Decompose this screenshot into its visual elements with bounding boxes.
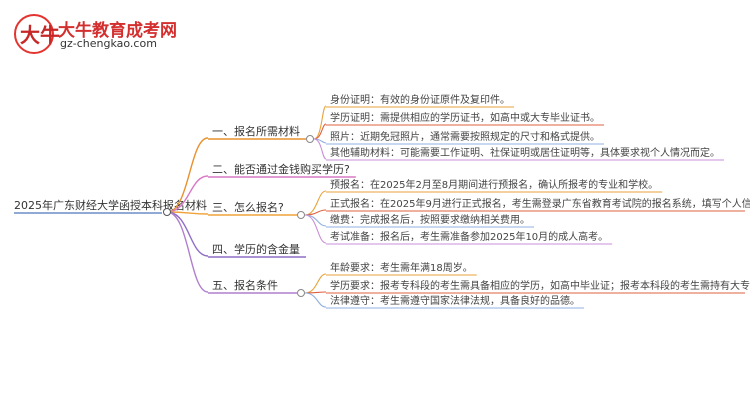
leaf-connector <box>304 273 327 294</box>
leaf-label: 考试准备：报名后，考生需准备参加2025年10月的成人高考。 <box>330 230 608 243</box>
collapse-handle <box>297 289 305 297</box>
branch-connector <box>166 137 209 213</box>
logo-url: gz-chengkao.com <box>60 37 157 50</box>
branch-label: 三、怎么报名? <box>212 200 284 214</box>
leaf-label: 法律遵守：考生需遵守国家法律法规，具备良好的品德。 <box>330 294 580 307</box>
logo-emblem-icon <box>14 14 54 54</box>
site-logo: 大牛 大牛教育成考网 gz-chengkao.com <box>14 14 244 54</box>
root-label: 2025年广东财经大学函授本科报名材料 <box>14 198 207 212</box>
branch-connector <box>166 211 209 293</box>
leaf-label: 其他辅助材料：可能需要工作证明、社保证明或居住证明等，具体要求视个人情况而定。 <box>330 146 720 159</box>
branch-label: 一、报名所需材料 <box>212 124 300 138</box>
logo-glyph: 大牛 <box>20 23 60 47</box>
branch-connector <box>166 175 209 213</box>
leaf-label: 缴费：完成报名后，按照要求缴纳相关费用。 <box>330 213 530 226</box>
leaf-connector <box>304 292 327 308</box>
collapse-handle <box>306 135 314 143</box>
branch-connector <box>166 211 209 257</box>
collapse-handle <box>297 211 305 219</box>
branch-label: 二、能否通过金钱购买学历? <box>212 162 350 176</box>
leaf-connector <box>304 214 327 244</box>
logo-title: 大牛教育成考网 <box>58 21 177 41</box>
leaf-connector <box>304 190 327 216</box>
branch-connector <box>166 211 209 215</box>
leaf-label: 学历要求：报考专科段的考生需具备相应的学历，如高中毕业证；报考本科段的考生需持有… <box>330 279 750 292</box>
leaf-label: 正式报名：在2025年9月进行正式报名，考生需登录广东省教育考试院的报名系统，填… <box>330 197 750 210</box>
leaf-label: 身份证明：有效的身份证原件及复印件。 <box>330 93 510 106</box>
leaf-label: 学历证明：需提供相应的学历证书，如高中或大专毕业证书。 <box>330 111 600 124</box>
root-hub-handle <box>163 208 171 216</box>
leaf-connector <box>313 138 327 160</box>
leaf-label: 预报名：在2025年2月至8月期间进行预报名，确认所报考的专业和学校。 <box>330 178 658 191</box>
leaf-label: 年龄要求：考生需年满18周岁。 <box>330 261 473 274</box>
branch-label: 五、报名条件 <box>212 278 278 292</box>
branch-label: 四、学历的含金量 <box>212 242 300 256</box>
leaf-label: 照片：近期免冠照片，通常需要按照规定的尺寸和格式提供。 <box>330 130 600 143</box>
